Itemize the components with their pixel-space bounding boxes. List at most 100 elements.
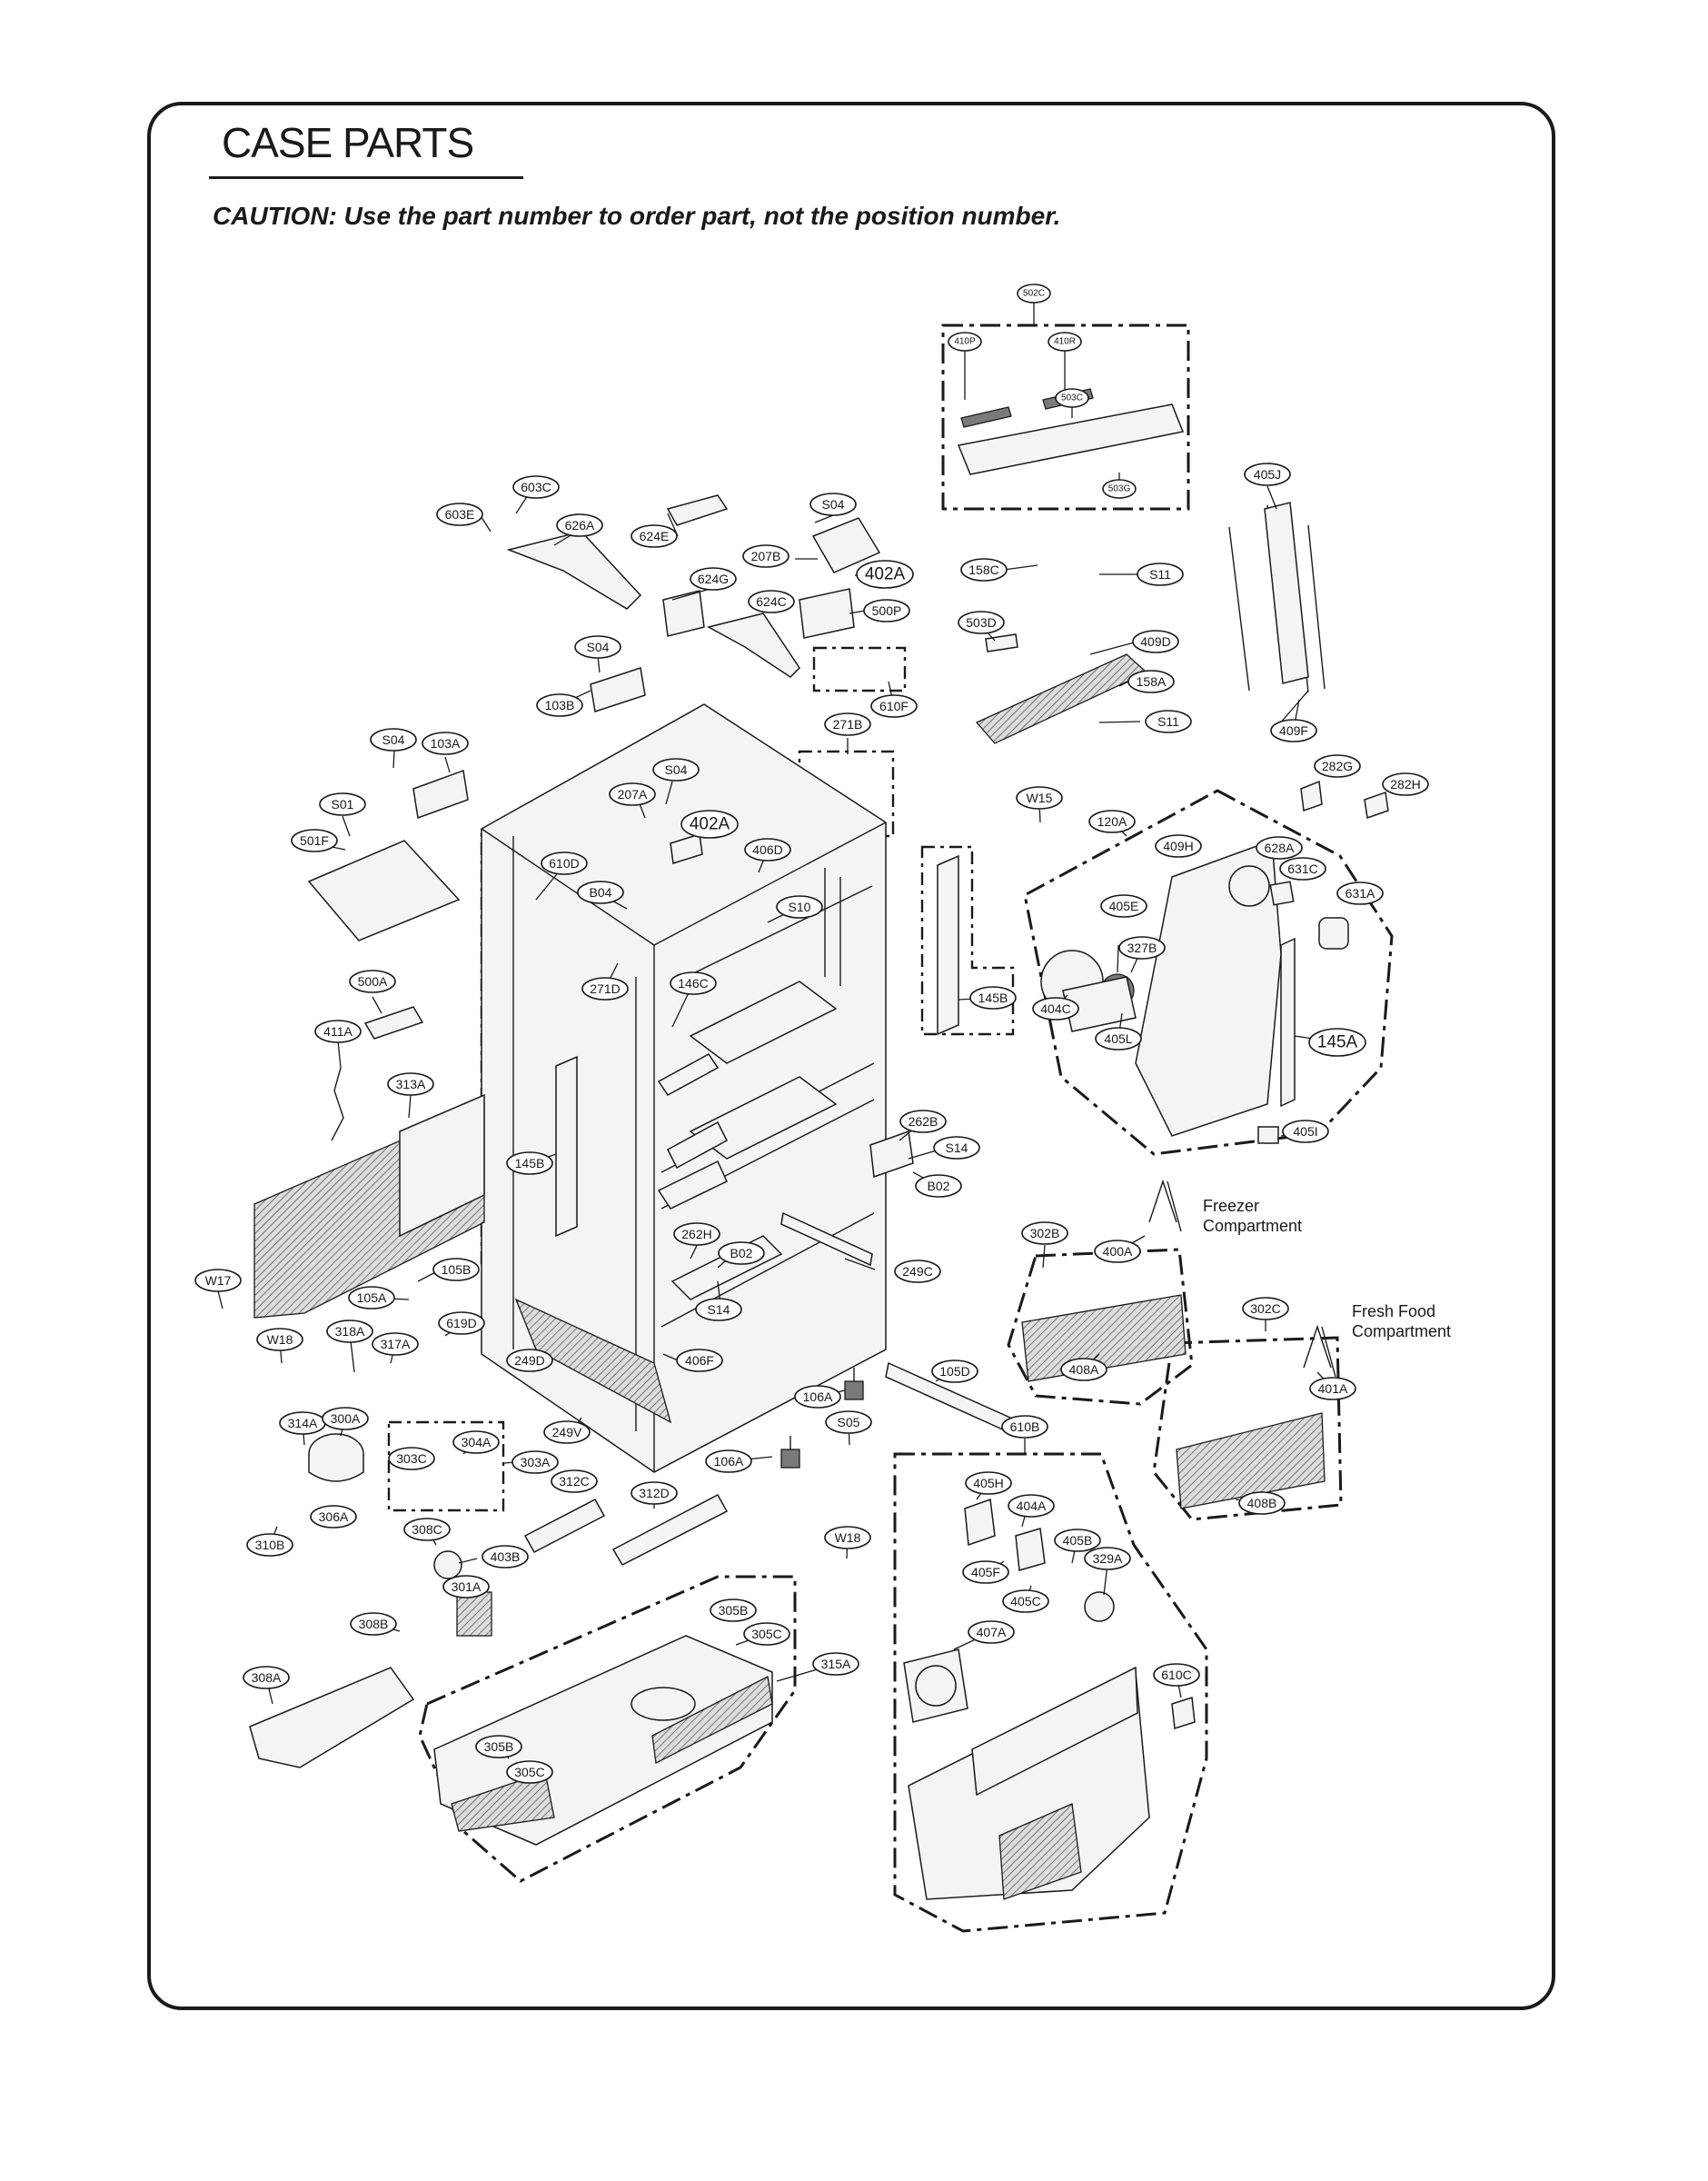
hinge-282G: [1300, 780, 1323, 812]
callout-label: 610F: [879, 699, 909, 713]
callout-308c: 308C: [403, 1518, 451, 1541]
callout-631c: 631C: [1279, 857, 1326, 881]
callout-146c: 146C: [670, 971, 717, 995]
callout-oval: [512, 475, 560, 499]
page-border: [147, 102, 1555, 2010]
callout-label: 502C: [1023, 289, 1045, 299]
pcb-503D: [985, 633, 1018, 652]
callout-label: 308B: [359, 1617, 389, 1631]
callout-313a: 313A: [387, 1072, 434, 1096]
callout-oval: [1094, 1240, 1141, 1263]
evaporator-408A: [1021, 1294, 1187, 1382]
callout-oval: [551, 1469, 598, 1493]
callout-label: 402A: [690, 815, 730, 834]
page-title: CASE PARTS: [222, 119, 474, 166]
callout-oval: [680, 810, 739, 839]
callout-oval: [1048, 332, 1082, 352]
callout-s14: S14: [933, 1136, 980, 1160]
callout-label: 106A: [803, 1389, 833, 1404]
callout-label: 306A: [319, 1509, 349, 1524]
callout-oval: [475, 1735, 522, 1758]
callout-103b: 103B: [536, 693, 583, 717]
callout-label: B02: [730, 1246, 753, 1260]
callout-408b: 408B: [1238, 1491, 1286, 1515]
callout-oval: [1017, 284, 1051, 304]
callout-oval: [1002, 1589, 1049, 1613]
callout-oval: [1336, 881, 1384, 905]
callout-label: 249C: [902, 1264, 932, 1279]
callout-label: W17: [205, 1273, 232, 1288]
callout-s04: S04: [574, 635, 621, 659]
callout-oval: [742, 544, 789, 568]
callout-oval: [894, 1260, 941, 1283]
callout-oval: [931, 1359, 978, 1383]
callout-s05: S05: [825, 1410, 872, 1434]
callout-310b: 310B: [246, 1533, 293, 1557]
callout-411a: 411A: [314, 1020, 362, 1043]
callout-label: 305B: [719, 1603, 749, 1618]
callout-label: 158C: [968, 563, 998, 577]
callout-oval: [1054, 1529, 1101, 1552]
callout-oval: [958, 611, 1005, 634]
callout-610b: 610B: [1001, 1415, 1048, 1439]
callout-610d: 610D: [541, 851, 588, 875]
callout-106a: 106A: [705, 1449, 752, 1473]
callout-oval: [824, 1526, 871, 1549]
callout-oval: [422, 732, 469, 755]
callout-oval: [1155, 834, 1202, 858]
callout-label: S11: [1157, 714, 1179, 729]
callout-249c: 249C: [894, 1260, 941, 1283]
callout-label: 271D: [590, 981, 620, 996]
callout-405h: 405H: [965, 1471, 1012, 1495]
callout-label: 405J: [1254, 467, 1281, 482]
leveling-leg-106A: [780, 1368, 864, 1469]
callout-306a: 306A: [310, 1505, 357, 1529]
callout-label: 503D: [966, 615, 996, 630]
callout-oval: [673, 1222, 720, 1246]
callout-oval: [1270, 719, 1317, 742]
callout-s11: S11: [1145, 710, 1192, 733]
callout-label: 408A: [1069, 1362, 1099, 1377]
callout-628a: 628A: [1256, 836, 1303, 860]
control-box-207B: [811, 517, 881, 573]
callout-282g: 282G: [1314, 754, 1361, 778]
callout-oval: [511, 1450, 559, 1474]
door-bin-312C: [523, 1498, 606, 1554]
callout-oval: [1055, 388, 1089, 408]
callout-oval: [856, 560, 914, 589]
callout-label: 302C: [1250, 1301, 1280, 1316]
callout-158c: 158C: [960, 558, 1008, 582]
fresh-food-evaporator-group: [1152, 1336, 1343, 1521]
callout-oval: [1100, 894, 1147, 918]
callout-oval: [349, 970, 396, 993]
callout-label: 410P: [954, 337, 976, 347]
ice-maker-624E: [666, 494, 729, 526]
callout-oval: [1132, 630, 1179, 653]
callout-624g: 624G: [690, 567, 737, 591]
wiring-harness-group: [387, 1420, 505, 1512]
callout-label: 409D: [1140, 634, 1170, 649]
callout-label: 145B: [978, 991, 1008, 1005]
callout-410p: 410P: [948, 332, 982, 352]
callout-503c: 503C: [1055, 388, 1089, 408]
callout-label: S14: [708, 1302, 730, 1317]
callout-oval: [310, 1505, 357, 1529]
callout-label: 282H: [1390, 777, 1420, 792]
cover-103B: [590, 667, 646, 712]
callout-label: 249D: [514, 1353, 544, 1368]
callout-label: S01: [332, 797, 354, 812]
callout-label: 308C: [412, 1522, 442, 1537]
callout-label: S05: [838, 1415, 860, 1429]
guide-rail-145B-left: [555, 1055, 578, 1238]
callout-oval: [291, 829, 338, 852]
callout-label: 103A: [431, 736, 461, 751]
callout-oval: [744, 838, 791, 861]
callout-106a: 106A: [794, 1385, 841, 1409]
callout-label: 405E: [1109, 899, 1139, 913]
side-rail-145A: [1280, 937, 1296, 1108]
callout-oval: [812, 1652, 859, 1676]
callout-405l: 405L: [1095, 1027, 1142, 1051]
callout-oval: [1008, 1494, 1055, 1518]
callout-317a: 317A: [372, 1332, 419, 1356]
